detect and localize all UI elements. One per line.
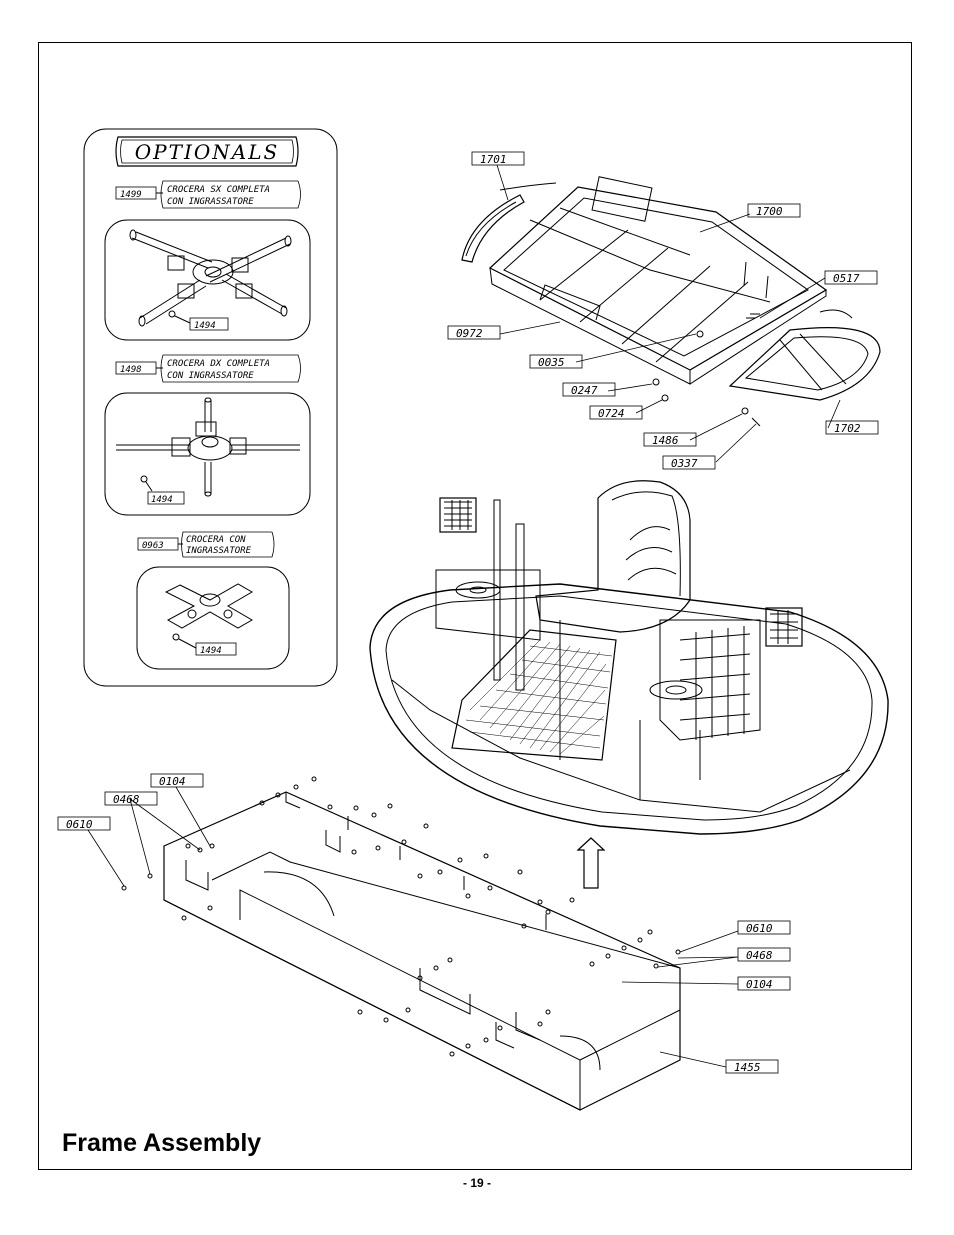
svg-text:0610: 0610 [746,922,773,935]
svg-text:0517: 0517 [833,272,860,285]
callout-leaders [87,164,841,1068]
optional-fitting-number: 1494 [194,321,216,331]
optional-part-number: 1498 [120,365,142,375]
callout-0468-top: 0468 [104,791,158,806]
callout-1701: 1701 [471,151,525,166]
optional-desc-line1: CROCERA DX COMPLETA [167,359,270,369]
optional-desc-line2: CON INGRASSATORE [167,371,254,381]
optional-fitting-number: 1494 [151,495,173,505]
svg-text:1702: 1702 [834,422,861,435]
optional-part-number: 1499 [120,190,142,200]
optional-desc-line2: CON INGRASSATORE [167,197,254,207]
callout-0035: 0035 [529,354,583,369]
svg-text:1700: 1700 [756,205,783,218]
callout-0104-top: 0104 [150,773,204,788]
optionals-panel: OPTIONALS 1499 CROCERA SX COMPLETA CON I… [83,128,338,687]
svg-text:0610: 0610 [66,818,93,831]
callout-boxes: 1701 1700 0517 0972 0035 0247 0724 1486 … [57,151,879,1074]
callout-0724: 0724 [589,405,643,420]
optionals-heading: OPTIONALS [135,140,279,164]
optional-part-number: 0963 [142,541,164,551]
up-arrow-icon [576,837,606,889]
svg-text:0337: 0337 [671,457,698,470]
callout-0104-bottom: 0104 [737,976,791,991]
callout-1702: 1702 [825,420,879,435]
svg-text:1486: 1486 [652,434,679,447]
svg-text:0104: 0104 [746,978,773,991]
callout-0247: 0247 [562,382,616,397]
callout-0610-top: 0610 [57,816,111,831]
callout-1700: 1700 [747,203,801,218]
optional-item-1498: 1498 CROCERA DX COMPLETA CON INGRASSATOR… [104,354,311,516]
optional-item-0963: 0963 CROCERA CON INGRASSATORE 1494 [136,531,290,670]
trowel-machine [369,480,889,835]
frame-1455 [121,776,681,1111]
optional-desc-line1: CROCERA CON [186,535,246,545]
svg-text:0468: 0468 [746,949,773,962]
callout-0610-bottom: 0610 [737,920,791,935]
callout-0972: 0972 [447,325,501,340]
page-title: Frame Assembly [62,1129,262,1157]
callout-1455: 1455 [725,1059,779,1074]
optional-desc-line1: CROCERA SX COMPLETA [167,185,270,195]
svg-text:0724: 0724 [598,407,625,420]
svg-text:0247: 0247 [571,384,598,397]
guard-assembly [461,176,881,427]
optional-desc-line2: INGRASSATORE [186,546,252,556]
svg-text:0104: 0104 [159,775,186,788]
svg-text:0972: 0972 [456,327,483,340]
svg-text:1455: 1455 [734,1061,761,1074]
callout-0337: 0337 [662,455,716,470]
callout-1486: 1486 [643,432,697,447]
svg-text:0035: 0035 [538,356,565,369]
callout-0468-bottom: 0468 [737,947,791,962]
svg-text:0468: 0468 [113,793,140,806]
callout-0517: 0517 [824,270,878,285]
optional-fitting-number: 1494 [200,646,222,656]
optional-item-1499: 1499 CROCERA SX COMPLETA CON INGRASSATOR… [104,180,311,341]
svg-text:1701: 1701 [480,153,507,166]
page-frame [38,42,912,1170]
page-number: - 19 - [462,1176,491,1190]
